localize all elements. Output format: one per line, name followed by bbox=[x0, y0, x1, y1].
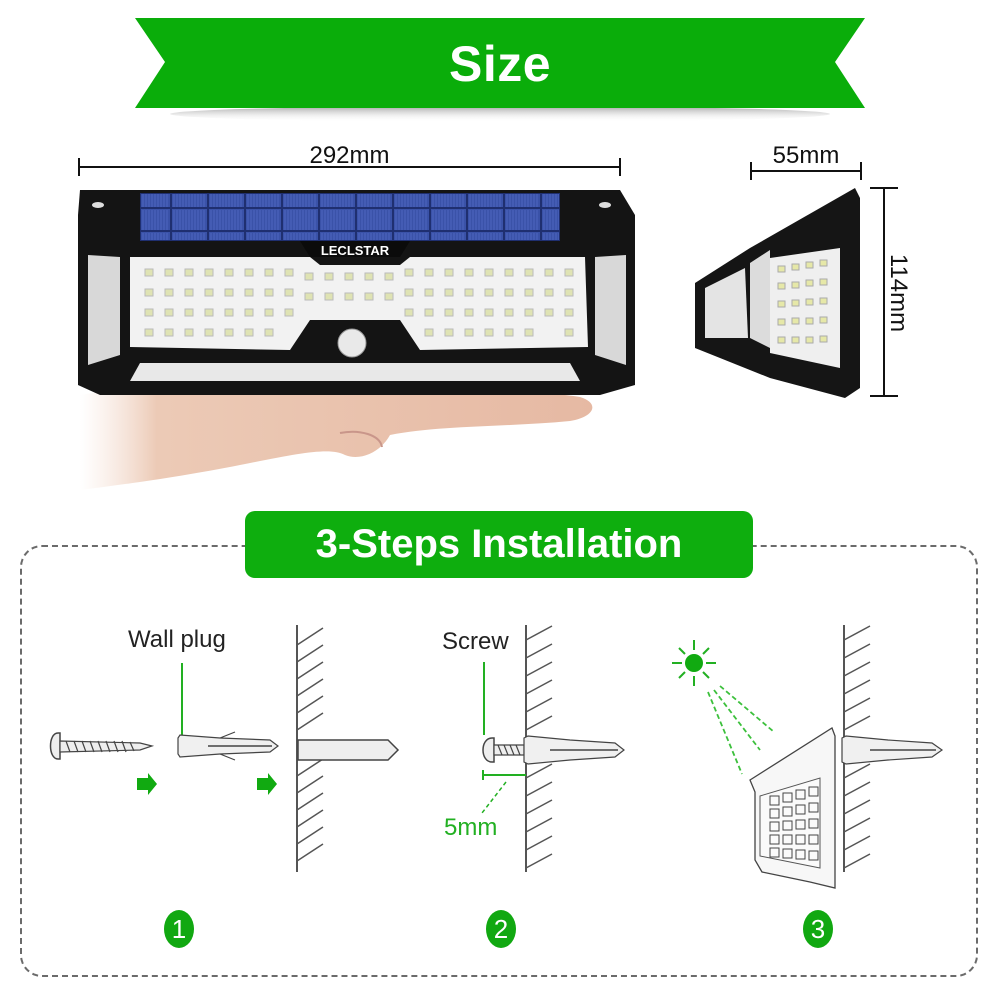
step-2-badge: 2 bbox=[486, 910, 516, 948]
size-title: Size bbox=[448, 36, 552, 92]
installation-title: 3-Steps Installation bbox=[245, 511, 753, 578]
height-tick-bottom bbox=[870, 395, 898, 397]
height-dimension: 114mm bbox=[870, 187, 912, 397]
depth-tick-right bbox=[860, 162, 862, 180]
step-3-badge: 3 bbox=[803, 910, 833, 948]
width-tick-left bbox=[78, 158, 80, 176]
sun-icon bbox=[672, 640, 716, 686]
width-label: 292mm bbox=[309, 142, 390, 169]
depth-line bbox=[750, 170, 862, 172]
screw-label: Screw bbox=[442, 628, 509, 655]
height-line bbox=[883, 187, 885, 397]
width-dimension: 292mm bbox=[78, 140, 621, 186]
product-front-image: LECLSTAR bbox=[60, 185, 640, 495]
depth-dimension: 55mm bbox=[750, 140, 862, 184]
step-1-diagram: Wall plug bbox=[20, 600, 420, 890]
ribbon-shape bbox=[135, 18, 865, 122]
depth-tick-left bbox=[750, 162, 752, 180]
wall-plug-icon bbox=[177, 731, 279, 761]
size-banner: Size bbox=[135, 18, 865, 122]
wall-plug-label: Wall plug bbox=[128, 626, 226, 653]
screw-icon bbox=[49, 732, 155, 760]
step-1-badge: 1 bbox=[164, 910, 194, 948]
depth-label: 55mm bbox=[772, 142, 840, 169]
width-line bbox=[78, 166, 621, 168]
product-side-image bbox=[690, 188, 865, 398]
gap-5mm-label: 5mm bbox=[444, 814, 498, 841]
width-tick-right bbox=[619, 158, 621, 176]
brand-label: LECLSTAR bbox=[320, 243, 390, 258]
height-label: 114mm bbox=[885, 253, 912, 333]
step-3-diagram bbox=[660, 610, 960, 890]
step-2-diagram: Screw 5mm bbox=[420, 610, 660, 880]
